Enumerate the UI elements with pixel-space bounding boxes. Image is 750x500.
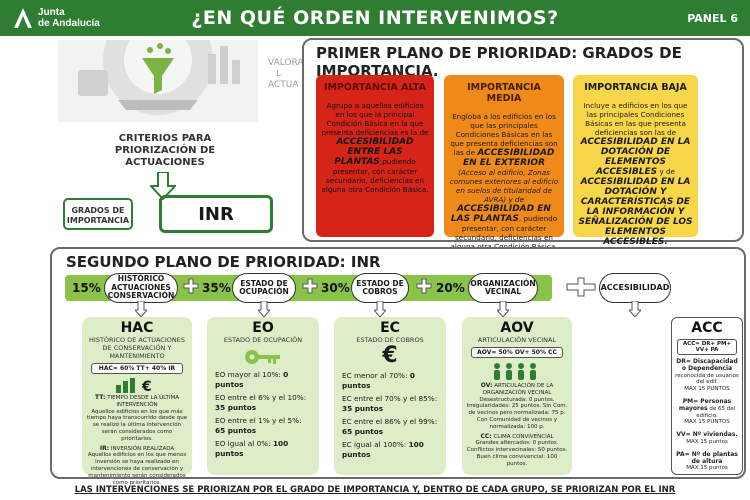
importance-low-title: IMPORTANCIA BAJA: [584, 82, 687, 93]
panel-number: PANEL 6: [687, 12, 738, 25]
importance-high-body: Agrupa a aquellos edificios en los que l…: [321, 101, 429, 194]
aov-subtitle: ARTICULACIÓN VECINAL: [477, 336, 557, 344]
page-title: ¿EN QUÉ ORDEN INTERVENIMOS?: [191, 7, 559, 29]
people-group-icon: [494, 363, 536, 380]
first-priority-plan: PRIMER PLANO DE PRIORIDAD: GRADOS DE IMP…: [302, 38, 744, 251]
eo-subtitle: ESTADO DE OCUPACIÓN: [223, 336, 303, 344]
aov-column: AOV ARTICULACIÓN VECINAL AOV= 50% OV+ 50…: [462, 317, 572, 475]
stem-arrow-icon: [135, 301, 147, 317]
percent-hac: 15%: [72, 281, 101, 295]
criterios-label: CRITERIOS PARA PRIORIZACIÓN DE ACTUACION…: [114, 133, 216, 168]
aov-formula: AOV= 50% OV+ 50% CC: [471, 347, 563, 358]
percent-eo: 35%: [202, 281, 231, 295]
importance-medium-title: IMPORTANCIA MEDIA: [467, 82, 541, 104]
pill-accesibilidad: ACCESIBILIDAD: [599, 273, 671, 303]
stem-arrow-icon: [374, 301, 386, 317]
plan2-title: SEGUNDO PLANO DE PRIORIDAD: INR: [66, 253, 381, 271]
hac-tt-desc: Aquellos edificios en los que más tiempo…: [86, 408, 188, 442]
acc-pa-max: MAX 15 puntos: [686, 465, 728, 472]
key-icon: [245, 350, 280, 364]
plus-outline-icon: [566, 277, 596, 297]
acc-formula: ACC= DR+ PM+ VV+ PA: [677, 339, 737, 355]
acc-column: ACC ACC= DR+ PM+ VV+ PA DR= Discapacidad…: [671, 317, 743, 475]
plus-icon: [183, 278, 199, 294]
stem-arrow-icon: [629, 301, 641, 317]
eo-title: EO: [252, 320, 274, 336]
hac-chart-icon: €: [116, 378, 152, 393]
pill-organizacion: ORGANIZACIÓN VECINAL: [468, 273, 538, 303]
importance-low-card: IMPORTANCIA BAJA Incluye a edificios en …: [573, 75, 698, 247]
percent-aov: 20%: [436, 281, 465, 295]
hac-title: HAC: [120, 320, 154, 336]
stem-arrow-icon: [497, 301, 509, 317]
plus-icon: [302, 278, 318, 294]
inr-box: INR: [159, 195, 273, 233]
acc-pm-max: MAX 15 PUNTOS: [684, 419, 730, 426]
footer-note: LAS INTERVENCIONES SE PRIORIZAN POR EL G…: [74, 485, 676, 495]
importance-medium-body: Engloba a los edificios en los que las p…: [449, 112, 559, 251]
second-priority-plan: SEGUNDO PLANO DE PRIORIDAD: INR 15% HIST…: [50, 247, 746, 486]
arrow-down-icon: [150, 172, 176, 200]
junta-andalucia-logo-icon: [14, 8, 32, 28]
eo-column: EO ESTADO DE OCUPACIÓN EO mayor al 10%: …: [207, 317, 319, 475]
stem-arrow-icon: [258, 301, 270, 317]
ec-title: EC: [380, 320, 400, 336]
percent-ec: 30%: [321, 281, 350, 295]
pill-historico: HISTÓRICO ACTUACIONES CONSERVACIÓN: [104, 273, 178, 303]
acc-vv-max: MAX 15 puntos: [686, 438, 728, 445]
pill-ocupacion: ESTADO DE OCUPACIÓN: [232, 273, 296, 303]
pill-cobros: ESTADO DE COBROS: [351, 273, 409, 303]
importance-low-body: Incluye a edificios en los que las princ…: [578, 101, 693, 247]
importance-medium-card: IMPORTANCIA MEDIA Engloba a los edificio…: [444, 75, 564, 251]
importance-high-title: IMPORTANCIA ALTA: [323, 82, 427, 93]
hac-subtitle: HISTÓRICO DE ACTUACIONES DE CONSERVACIÓN…: [89, 336, 185, 360]
aov-title: AOV: [500, 320, 534, 336]
hac-formula: HAC= 60% TT+ 40% IR: [91, 363, 183, 374]
plus-icon: [416, 278, 432, 294]
hac-ir-desc: Aquellos edificios en los que menos inve…: [87, 452, 187, 486]
aov-cc-desc: Grandes altercados: 0 puntos. Conflictos…: [466, 440, 568, 467]
importance-high-card: IMPORTANCIA ALTA Agrupa a aquellos edifi…: [316, 75, 434, 237]
ec-column: EC ESTADO DE COBROS € EC menor al 70%: 0…: [334, 317, 446, 475]
hac-column: HAC HISTÓRICO DE ACTUACIONES DE CONSERVA…: [82, 317, 192, 486]
logo-text: Junta de Andalucía: [38, 7, 100, 29]
faded-label: VALORA L ACTUA: [268, 58, 304, 90]
acc-dr-max: MAX 15 PUNTOS: [684, 386, 730, 393]
ec-subtitle: ESTADO DE COBROS: [356, 336, 424, 344]
grados-importancia-box: GRADOS DE IMPORTANCIA: [63, 198, 133, 230]
acc-title: ACC: [691, 320, 723, 336]
header-bar: Junta de Andalucía ¿EN QUÉ ORDEN INTERVE…: [0, 0, 750, 36]
euro-icon: €: [382, 343, 398, 368]
gears-illustration-icon: [58, 40, 258, 122]
aov-ov-desc: Desestructurada: 0 puntos. Irregularidad…: [466, 396, 568, 430]
svg-text:€: €: [141, 379, 152, 393]
